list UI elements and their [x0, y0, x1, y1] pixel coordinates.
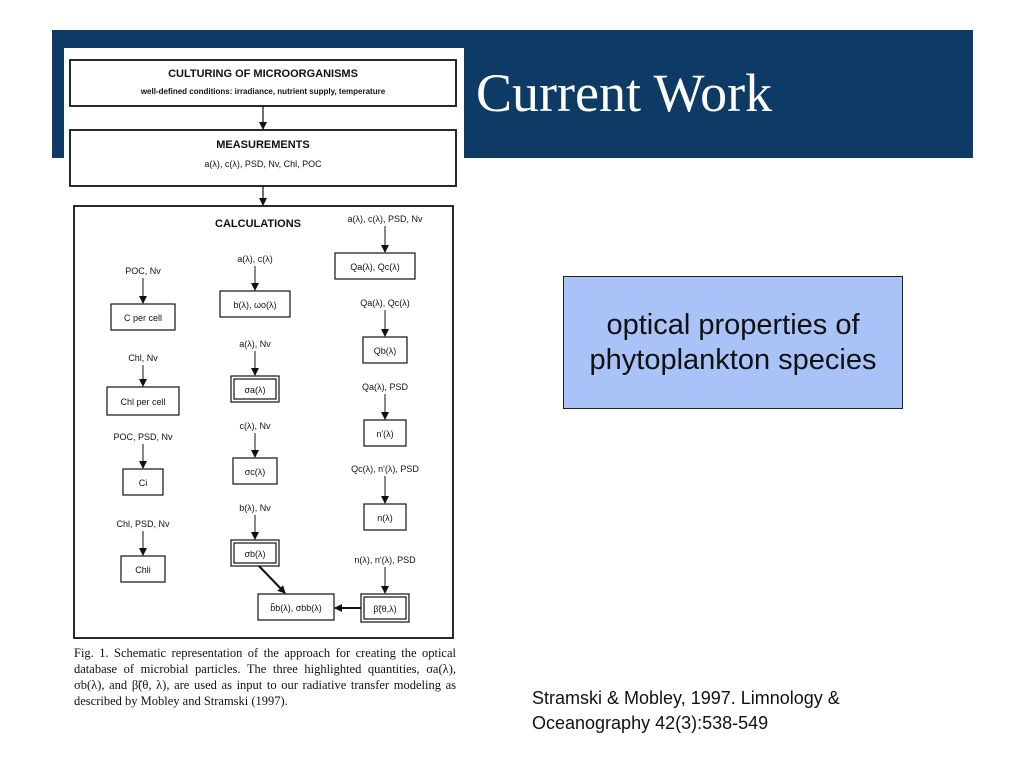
citation: Stramski & Mobley, 1997. Limnology & Oce… [532, 686, 952, 736]
figure-caption: Fig. 1. Schematic representation of the … [74, 646, 456, 708]
citation-line-1: Stramski & Mobley, 1997. Limnology & [532, 688, 840, 708]
c1-input-4: Chl, PSD, Nv [116, 519, 170, 529]
c1-input-3: POC, PSD, Nv [113, 432, 173, 442]
figure-image: CULTURING OF MICROORGANISMS well-defined… [64, 48, 464, 738]
c2-input-4: b(λ), Nv [239, 503, 271, 513]
c1-input-1: POC, Nv [125, 266, 161, 276]
c3-input-2: Qa(λ), Qc(λ) [360, 298, 410, 308]
c3-box-3-label: n'(λ) [376, 429, 393, 439]
c1-box-4 [120, 555, 166, 583]
c3-box-4 [363, 503, 407, 531]
slide-title: Current Work [476, 63, 773, 123]
c2-box-4-label: σb(λ) [244, 549, 265, 559]
c3-box-1 [334, 252, 416, 280]
c2-box-4 [230, 539, 280, 567]
measurements-list: a(λ), c(λ), PSD, Nv, Chl, POC [204, 159, 322, 169]
citation-line-2: Oceanography 42(3):538-549 [532, 713, 769, 733]
c2-box-3 [232, 457, 278, 485]
c1-box-1 [110, 303, 176, 331]
flow-diagram: CULTURING OF MICROORGANISMS well-defined… [69, 59, 457, 639]
c2-input-3: c(λ), Nv [240, 421, 271, 431]
c2-box-1 [219, 290, 291, 318]
callout-box: optical properties of phytoplankton spec… [563, 276, 903, 409]
c1-box-3-label: Ci [139, 478, 148, 488]
culturing-subtitle: well-defined conditions: irradiance, nut… [140, 87, 386, 96]
c3-box-2-label: Qb(λ) [374, 346, 397, 356]
c1-box-4-label: Chli [135, 565, 151, 575]
c3-input-5: n(λ), n'(λ), PSD [354, 555, 416, 565]
c1-box-3 [122, 468, 164, 496]
c1-input-2: Chl, Nv [128, 353, 158, 363]
calculations-box [73, 205, 454, 639]
c2-box-1-label: b(λ), ωo(λ) [233, 300, 276, 310]
c2-box-4-inner [233, 542, 277, 564]
c3-input-1: a(λ), c(λ), PSD, Nv [347, 214, 423, 224]
c2-input-1: a(λ), c(λ) [237, 254, 273, 264]
bottom-box-label: b̃b(λ), σbb(λ) [270, 603, 322, 613]
measurements-title: MEASUREMENTS [216, 139, 310, 151]
c2-input-2: a(λ), Nv [239, 339, 271, 349]
c3-box-3 [363, 419, 407, 447]
culturing-box [69, 59, 457, 107]
c3-input-4: Qc(λ), n'(λ), PSD [351, 464, 419, 474]
c3-box-5-label: β̃(θ,λ) [373, 604, 396, 614]
c3-box-1-label: Qa(λ), Qc(λ) [350, 262, 400, 272]
c1-box-2 [106, 386, 180, 416]
arrow-sigma-b-to-bottom [258, 565, 286, 594]
c3-box-5-inner [363, 596, 407, 620]
c1-box-1-label: C per cell [124, 313, 162, 323]
c2-box-3-label: σc(λ) [245, 467, 266, 477]
c3-input-3: Qa(λ), PSD [362, 382, 409, 392]
c2-box-2-inner [233, 378, 277, 400]
c3-box-2 [362, 336, 408, 364]
calculations-title: CALCULATIONS [215, 218, 301, 230]
culturing-title: CULTURING OF MICROORGANISMS [168, 68, 358, 80]
c1-box-2-label: Chl per cell [120, 397, 165, 407]
c2-box-2-label: σa(λ) [244, 385, 265, 395]
c2-box-2 [230, 375, 280, 403]
c3-box-4-label: n(λ) [377, 513, 393, 523]
